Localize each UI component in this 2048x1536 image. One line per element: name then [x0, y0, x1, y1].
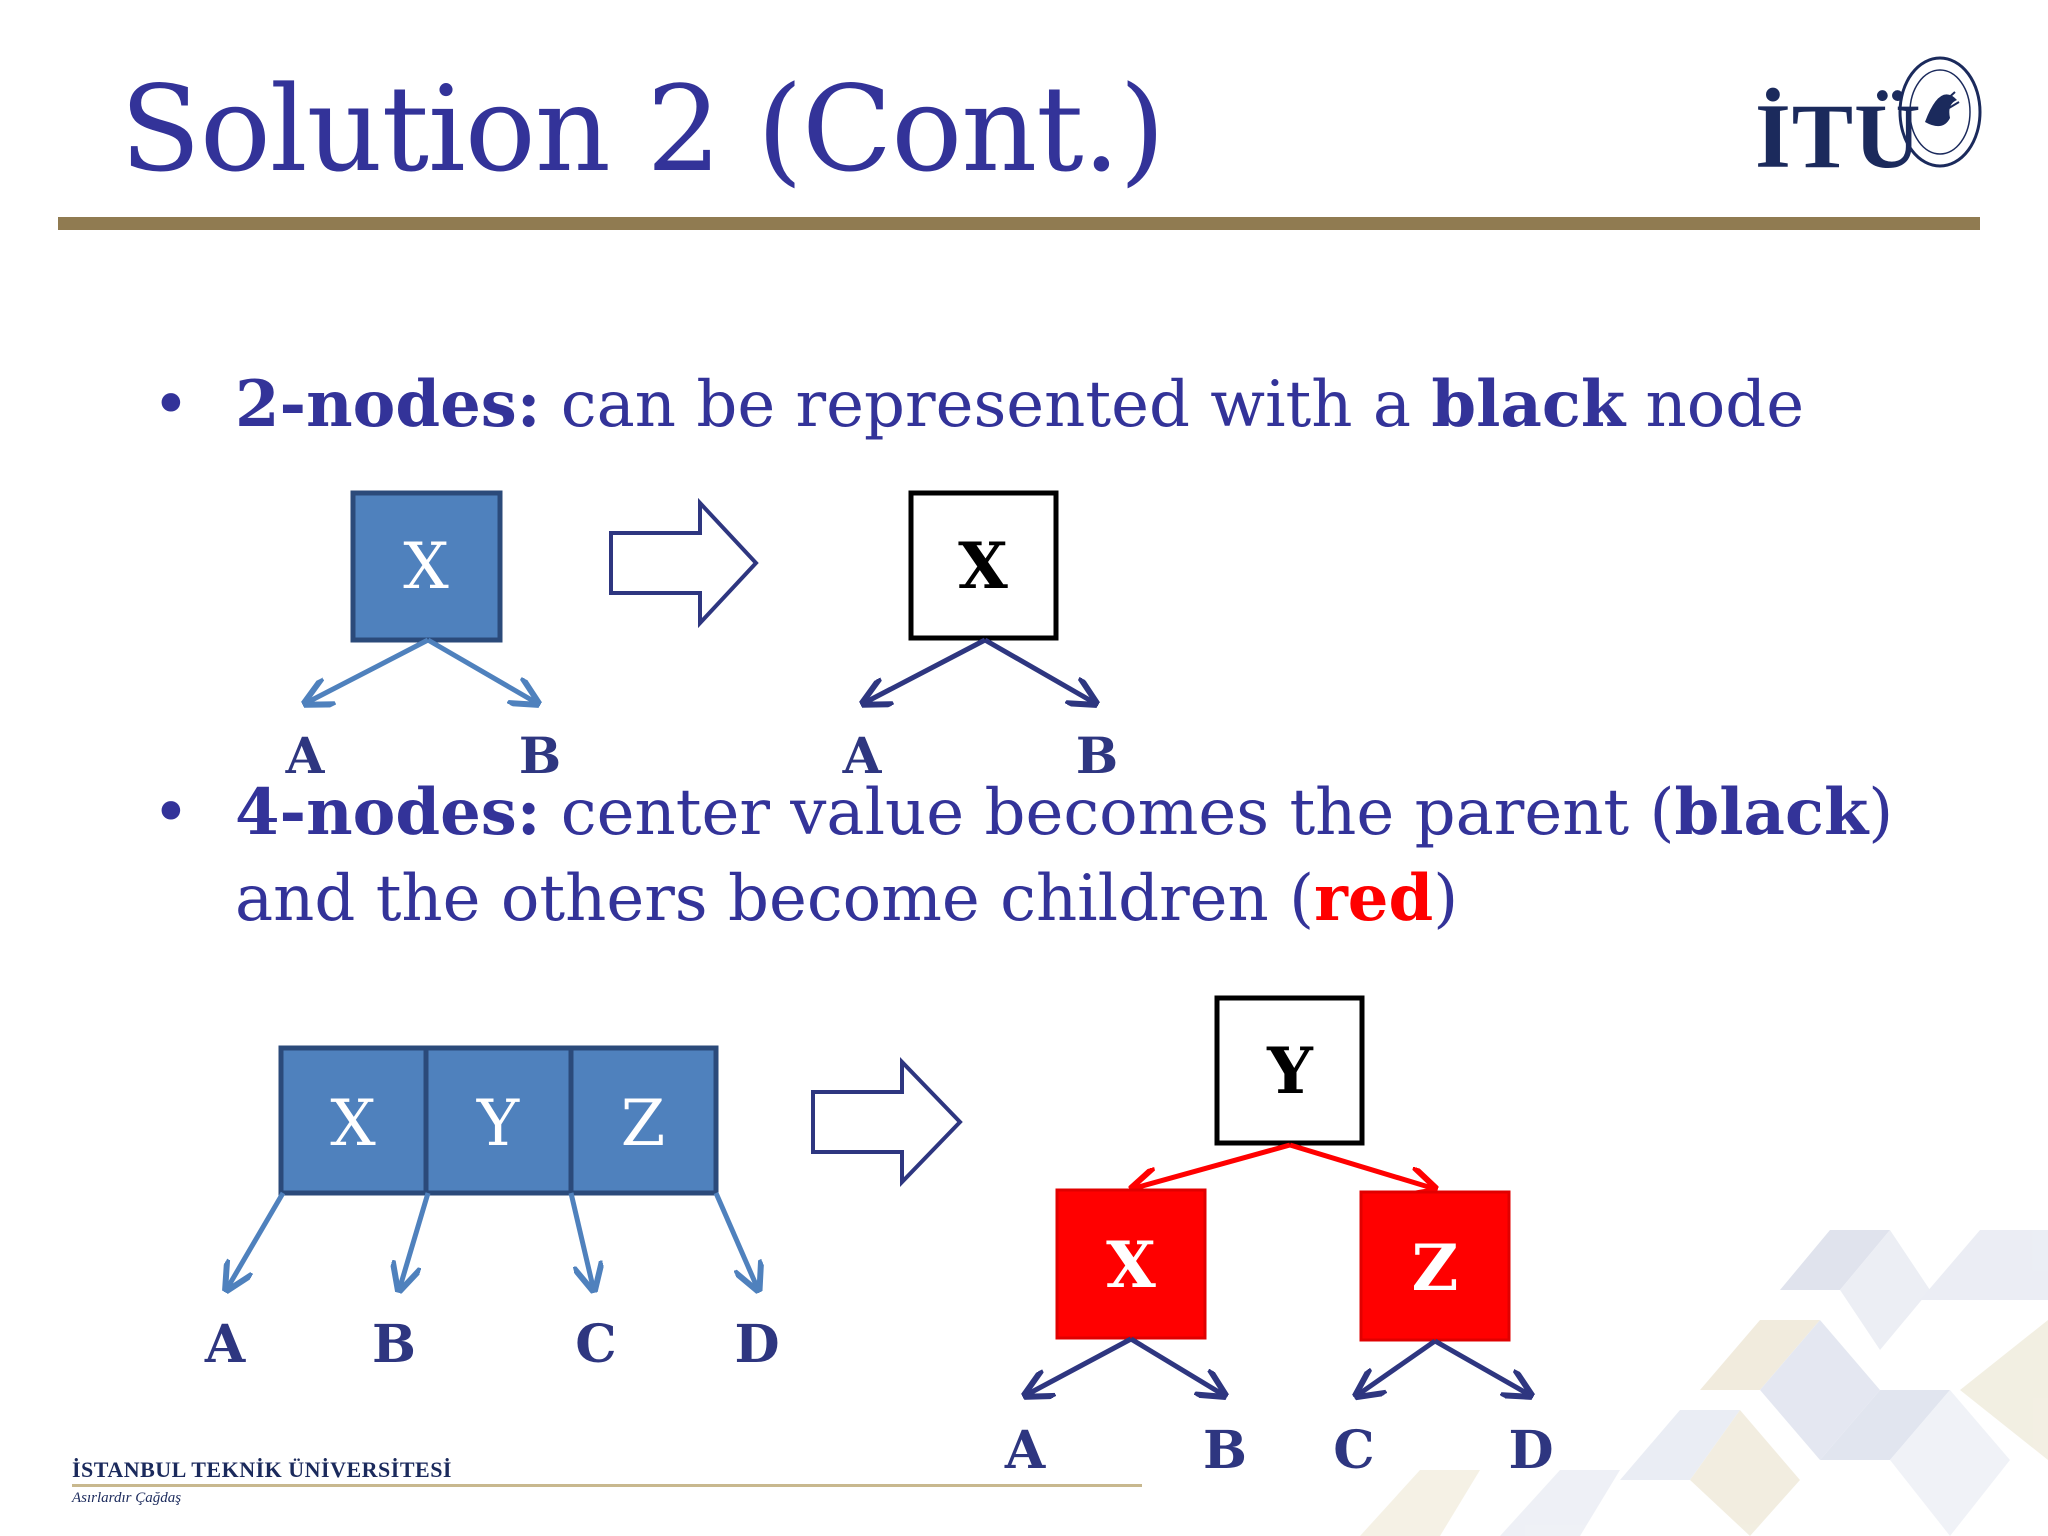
keyword-black: black	[1674, 775, 1869, 850]
footer-divider	[72, 1484, 1142, 1487]
bullet-dot: •	[152, 776, 190, 850]
blue-node-z	[568, 1045, 719, 1196]
title-divider	[58, 217, 1980, 230]
bullet-dot: •	[152, 368, 190, 442]
red-node-x	[1055, 1188, 1207, 1340]
child-label: A	[204, 1314, 246, 1375]
transform-arrow-icon	[609, 497, 759, 629]
edge-arrow	[1433, 1338, 1528, 1394]
two-node-target: X A B	[842, 490, 1118, 785]
child-label: D	[734, 1314, 779, 1375]
keyword-black: black	[1431, 367, 1626, 442]
edge-arrow	[1028, 1336, 1133, 1394]
edge-arrow	[866, 637, 987, 702]
blue-node-y	[423, 1045, 574, 1196]
node-key: Z	[1412, 1231, 1459, 1306]
footer-motto: Asırlardır Çağdaş	[72, 1490, 182, 1506]
edge-arrow	[568, 1192, 593, 1287]
edge-arrow	[1129, 1336, 1222, 1394]
node-key: X	[403, 530, 449, 604]
node-key: Z	[621, 1087, 665, 1161]
child-label: A	[285, 726, 326, 785]
node-key: X	[958, 529, 1008, 604]
itu-logo-text: İTÜ	[1755, 85, 1922, 187]
blue-node-x	[278, 1045, 429, 1196]
child-label: C	[1333, 1420, 1374, 1481]
blue-node-x	[350, 490, 503, 643]
slide-title: Solution 2 (Cont.)	[120, 60, 1165, 198]
black-node-x	[908, 490, 1059, 641]
four-node-source: X Y Z A B C D	[204, 1045, 780, 1375]
edge-arrow	[983, 637, 1093, 702]
transform-arrow-icon	[811, 1057, 963, 1187]
edge-arrow	[400, 1192, 431, 1287]
child-label: B	[1203, 1420, 1247, 1481]
bullet-lead-4-nodes: 4-nodes:	[235, 775, 541, 850]
child-label: A	[1004, 1420, 1046, 1481]
edge-arrow	[1359, 1338, 1437, 1394]
black-node-y	[1214, 995, 1365, 1146]
four-node-target: Y X Z A B C D	[1004, 995, 1554, 1481]
edge-arrow	[426, 637, 535, 702]
node-key: Y	[1266, 1034, 1314, 1109]
two-node-source: X A B	[285, 490, 561, 785]
child-label: D	[1508, 1420, 1553, 1481]
node-key: X	[330, 1087, 376, 1161]
edge-arrow	[228, 1191, 286, 1287]
footer-university-name: İSTANBUL TEKNİK ÜNİVERSİTESİ	[72, 1457, 452, 1482]
child-label: B	[519, 726, 561, 785]
child-label: B	[1076, 726, 1118, 785]
node-key: X	[1106, 1228, 1156, 1303]
bullet-lead-2-nodes: 2-nodes:	[235, 367, 541, 442]
itu-logo: İTÜ	[1755, 52, 1985, 192]
child-label: C	[575, 1314, 616, 1375]
edge-arrow	[713, 1192, 757, 1287]
edge-arrow-red	[1135, 1142, 1291, 1188]
red-node-z	[1359, 1190, 1511, 1342]
itu-seal-icon	[1898, 56, 1982, 168]
child-label: B	[372, 1314, 416, 1375]
edge-arrow-red	[1289, 1142, 1432, 1188]
bullet-2-nodes-text: 2-nodes: can be represented with a black…	[235, 367, 1805, 442]
bullet-4-nodes-text: 4-nodes: center value becomes the parent…	[235, 775, 1894, 936]
node-key: Y	[476, 1087, 520, 1161]
edge-arrow	[308, 637, 430, 702]
keyword-red: red	[1314, 861, 1434, 936]
child-label: A	[842, 726, 883, 785]
